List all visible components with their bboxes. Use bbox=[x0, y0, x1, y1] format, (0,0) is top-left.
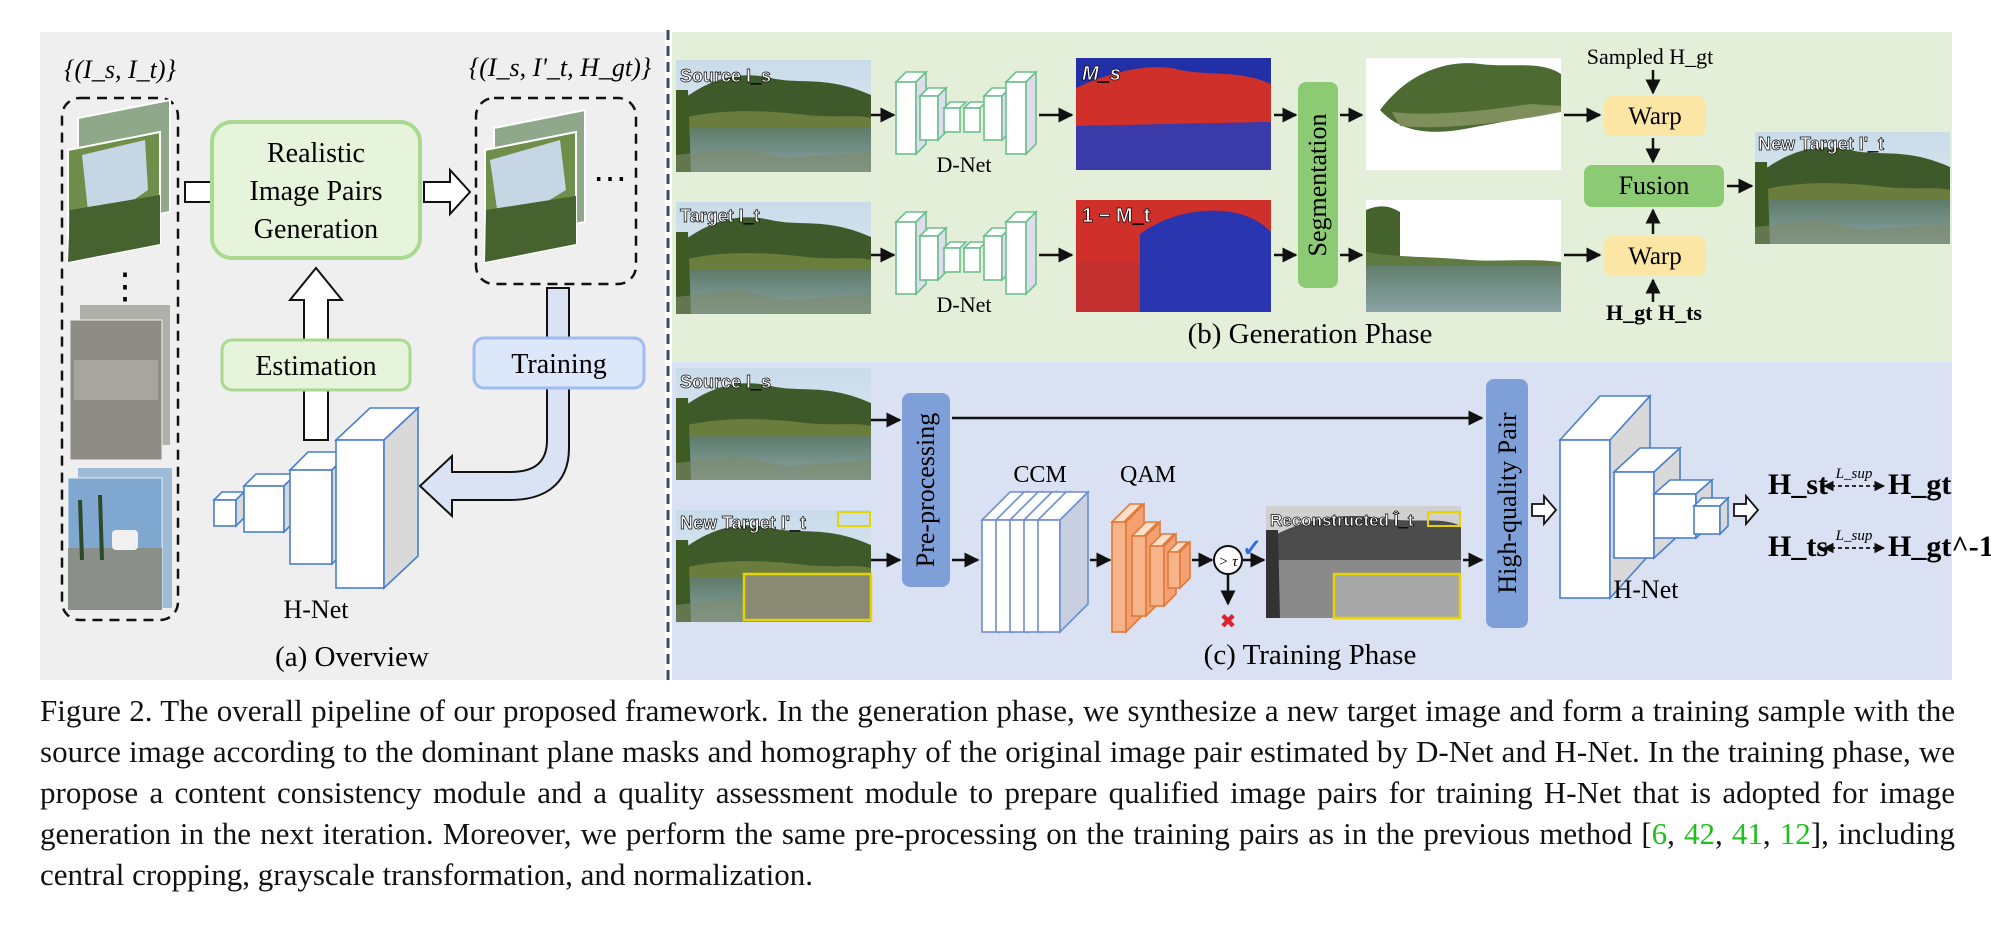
arrow-out-generation bbox=[423, 167, 472, 217]
estimation-box bbox=[220, 338, 412, 392]
segmented-target-image bbox=[1366, 200, 1561, 312]
estimation-label: Estimation bbox=[255, 351, 376, 382]
dnet-top-label: D-Net bbox=[937, 152, 992, 177]
vertical-ellipsis: ⋮ bbox=[107, 266, 143, 306]
input-image-stack-3 bbox=[67, 468, 172, 611]
generation-box-line-1: Realistic bbox=[267, 138, 365, 169]
qam-block bbox=[1110, 502, 1191, 634]
gen-new-target-tag: New Target I'_t bbox=[1758, 134, 1884, 154]
qam-label: QAM bbox=[1120, 462, 1176, 488]
panel-c-title: (c) Training Phase bbox=[1204, 639, 1417, 671]
eq1-right: H_gt bbox=[1888, 468, 1951, 501]
training-hnet-label: H-Net bbox=[1614, 575, 1680, 604]
train-new-target-zoom-inset bbox=[742, 572, 873, 622]
mask-t-tag: 1 − M_t bbox=[1082, 205, 1151, 227]
input-set-label: {(I_s, I_t)} bbox=[64, 55, 176, 84]
caption-ref-3[interactable]: 41 bbox=[1731, 816, 1763, 851]
train-source-tag: Source I_s bbox=[680, 372, 771, 392]
panel-b-title: (b) Generation Phase bbox=[1188, 318, 1433, 350]
ccm-block bbox=[980, 490, 1090, 634]
horizontal-ellipsis: ⋯ bbox=[593, 161, 627, 198]
pipeline-figure: {(I_s, I_t)} {(I_s, I'_t, H_gt)} ⋮ Reali… bbox=[40, 30, 1991, 684]
reconstructed-zoom-inset bbox=[1332, 572, 1462, 620]
segmentation-label: Segmentation bbox=[1303, 114, 1332, 257]
hnet-training-icon bbox=[1558, 393, 1730, 601]
training-box bbox=[472, 336, 646, 390]
threshold-label: > τ bbox=[1218, 554, 1238, 570]
output-image-stack bbox=[484, 108, 586, 264]
output-pairs-box bbox=[474, 96, 638, 286]
preprocessing-box bbox=[902, 393, 950, 587]
warp-top-label: Warp bbox=[1628, 103, 1682, 130]
input-pairs-box bbox=[60, 96, 180, 622]
mask-t-image bbox=[1076, 200, 1271, 312]
arrow-hq-to-hnet bbox=[1531, 493, 1558, 527]
hq-pair-label: High-quality Pair bbox=[1493, 412, 1522, 594]
reject-icon: ✖ bbox=[1220, 611, 1237, 633]
reconstructed-tag: Reconstructed Î_t bbox=[1270, 511, 1414, 530]
segmented-source-image bbox=[1366, 58, 1561, 170]
input-image-stack-2 bbox=[69, 305, 170, 461]
output-set-label: {(I_s, I'_t, H_gt)} bbox=[469, 53, 652, 82]
generation-box-line-2: Image Pairs bbox=[250, 176, 383, 207]
ccm-label: CCM bbox=[1013, 462, 1066, 488]
caption-ref-2[interactable]: 42 bbox=[1684, 816, 1716, 851]
figure-caption: Figure 2. The overall pipeline of our pr… bbox=[40, 690, 1955, 895]
mask-s-image bbox=[1076, 58, 1271, 170]
hq-pair-box bbox=[1486, 379, 1528, 628]
input-image-stack-1 bbox=[67, 98, 171, 264]
preprocessing-label: Pre-processing bbox=[911, 413, 940, 568]
caption-sep-3: , bbox=[1762, 816, 1780, 851]
warp-top-box bbox=[1604, 96, 1706, 136]
caption-sep-1: , bbox=[1667, 816, 1685, 851]
caption-text-1: Figure 2. The overall pipeline of our pr… bbox=[40, 693, 1955, 851]
training-label: Training bbox=[511, 349, 606, 380]
eq2-loss-label: L_sup bbox=[1835, 528, 1873, 544]
gen-target-tag: Target I_t bbox=[680, 206, 760, 226]
h-bottom-label: H_gt H_ts bbox=[1606, 300, 1702, 325]
eq1-loss-label: L_sup bbox=[1835, 466, 1873, 482]
caption-text-2: ], including central cropping, grayscale… bbox=[40, 816, 1956, 892]
gen-source-tag: Source I_s bbox=[680, 66, 771, 86]
hnet-overview-icon bbox=[212, 406, 421, 590]
train-new-target-tag: New Target I'_t bbox=[680, 513, 806, 533]
generation-box-line-3: Generation bbox=[254, 214, 378, 245]
eq1-left: H_st bbox=[1768, 468, 1828, 501]
fusion-box bbox=[1584, 165, 1724, 207]
dnet-bottom-label: D-Net bbox=[937, 292, 992, 317]
reconstructed-zoom-region bbox=[1427, 511, 1461, 527]
sampled-hgt-label: Sampled H_gt bbox=[1587, 44, 1714, 69]
caption-ref-4[interactable]: 12 bbox=[1779, 816, 1811, 851]
training-return-arrow bbox=[418, 287, 570, 519]
caption-ref-1[interactable]: 6 bbox=[1651, 816, 1668, 851]
warp-bottom-label: Warp bbox=[1628, 243, 1682, 270]
caption-sep-2: , bbox=[1715, 816, 1732, 851]
warp-bottom-box bbox=[1604, 236, 1706, 276]
check-icon: ✓ bbox=[1242, 536, 1262, 562]
panel-a-title: (a) Overview bbox=[275, 641, 429, 673]
train-new-target-zoom-region bbox=[837, 511, 871, 527]
overview-hnet-label: H-Net bbox=[284, 595, 350, 624]
arrow-hnet-to-loss bbox=[1733, 493, 1760, 527]
threshold-node bbox=[1213, 545, 1243, 575]
eq2-right: H_gt^-1 bbox=[1888, 530, 1991, 563]
generation-box bbox=[210, 120, 422, 260]
eq2-left: H_ts bbox=[1768, 530, 1828, 563]
fusion-label: Fusion bbox=[1619, 171, 1690, 200]
dnet-bottom-icon bbox=[894, 210, 1038, 296]
mask-s-tag: M_s bbox=[1082, 63, 1121, 85]
segmentation-box bbox=[1298, 82, 1338, 288]
dnet-top-icon bbox=[894, 70, 1038, 156]
